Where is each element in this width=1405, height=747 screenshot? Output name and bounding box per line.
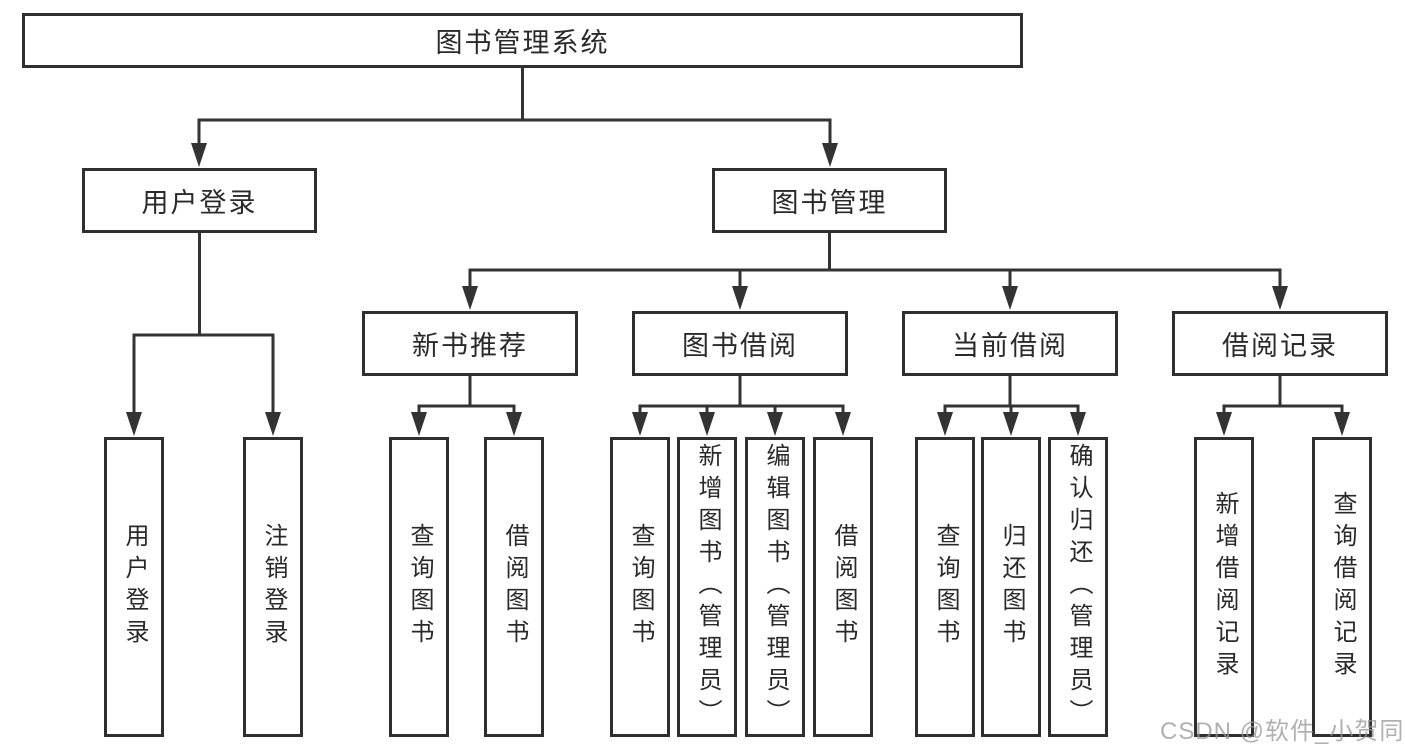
leaf-edit-book-admin: 编辑图书（管理员） (745, 437, 805, 737)
leaf-user-login: 用户登录 (104, 437, 164, 737)
leaf-confirm-return-admin-label: 确认归还（管理员） (1065, 443, 1091, 731)
leaf-add-borrow-record-label: 新增借阅记录 (1211, 491, 1237, 683)
watermark: CSDN @软件_小贺同学 (1160, 718, 1405, 745)
node-current-borrowing: 当前借阅 (902, 311, 1118, 376)
leaf-query-books-recommend-label: 查询图书 (406, 523, 432, 651)
node-book-management-label: 图书管理 (771, 188, 888, 218)
node-book-borrowing-label: 图书借阅 (682, 331, 798, 361)
leaf-query-books-current-label: 查询图书 (932, 523, 958, 651)
node-new-book-recommendation: 新书推荐 (362, 311, 578, 376)
leaf-logout: 注销登录 (243, 437, 303, 737)
leaf-logout-label: 注销登录 (260, 523, 286, 651)
leaf-borrow-books-borrow: 借阅图书 (813, 437, 873, 737)
leaf-add-borrow-record: 新增借阅记录 (1194, 437, 1254, 737)
leaf-query-books-borrow: 查询图书 (610, 437, 670, 737)
leaf-query-books-borrow-label: 查询图书 (627, 523, 653, 651)
node-current-borrowing-label: 当前借阅 (952, 331, 1068, 361)
leaf-query-books-current: 查询图书 (915, 437, 975, 737)
leaf-confirm-return-admin: 确认归还（管理员） (1048, 437, 1108, 737)
node-borrowing-records-label: 借阅记录 (1222, 331, 1338, 361)
node-book-management: 图书管理 (712, 168, 947, 233)
leaf-add-book-admin-label: 新增图书（管理员） (694, 443, 720, 731)
leaf-edit-book-admin-label: 编辑图书（管理员） (762, 443, 788, 731)
node-root: 图书管理系统 (22, 13, 1023, 68)
leaf-borrow-books-recommend-label: 借阅图书 (501, 523, 527, 651)
leaf-query-borrow-record-label: 查询借阅记录 (1329, 491, 1355, 683)
leaf-user-login-label: 用户登录 (121, 523, 147, 651)
leaf-query-borrow-record: 查询借阅记录 (1312, 437, 1372, 737)
leaf-return-books-label: 归还图书 (998, 523, 1024, 651)
leaf-borrow-books-recommend: 借阅图书 (484, 437, 544, 737)
leaf-borrow-books-borrow-label: 借阅图书 (830, 523, 856, 651)
node-user-login: 用户登录 (82, 168, 317, 233)
node-user-login-label: 用户登录 (141, 188, 258, 218)
node-new-book-recommendation-label: 新书推荐 (412, 331, 528, 361)
node-root-label: 图书管理系统 (435, 28, 610, 58)
leaf-query-books-recommend: 查询图书 (389, 437, 449, 737)
leaf-return-books: 归还图书 (981, 437, 1041, 737)
node-book-borrowing: 图书借阅 (632, 311, 848, 376)
leaf-add-book-admin: 新增图书（管理员） (677, 437, 737, 737)
node-borrowing-records: 借阅记录 (1172, 311, 1388, 376)
